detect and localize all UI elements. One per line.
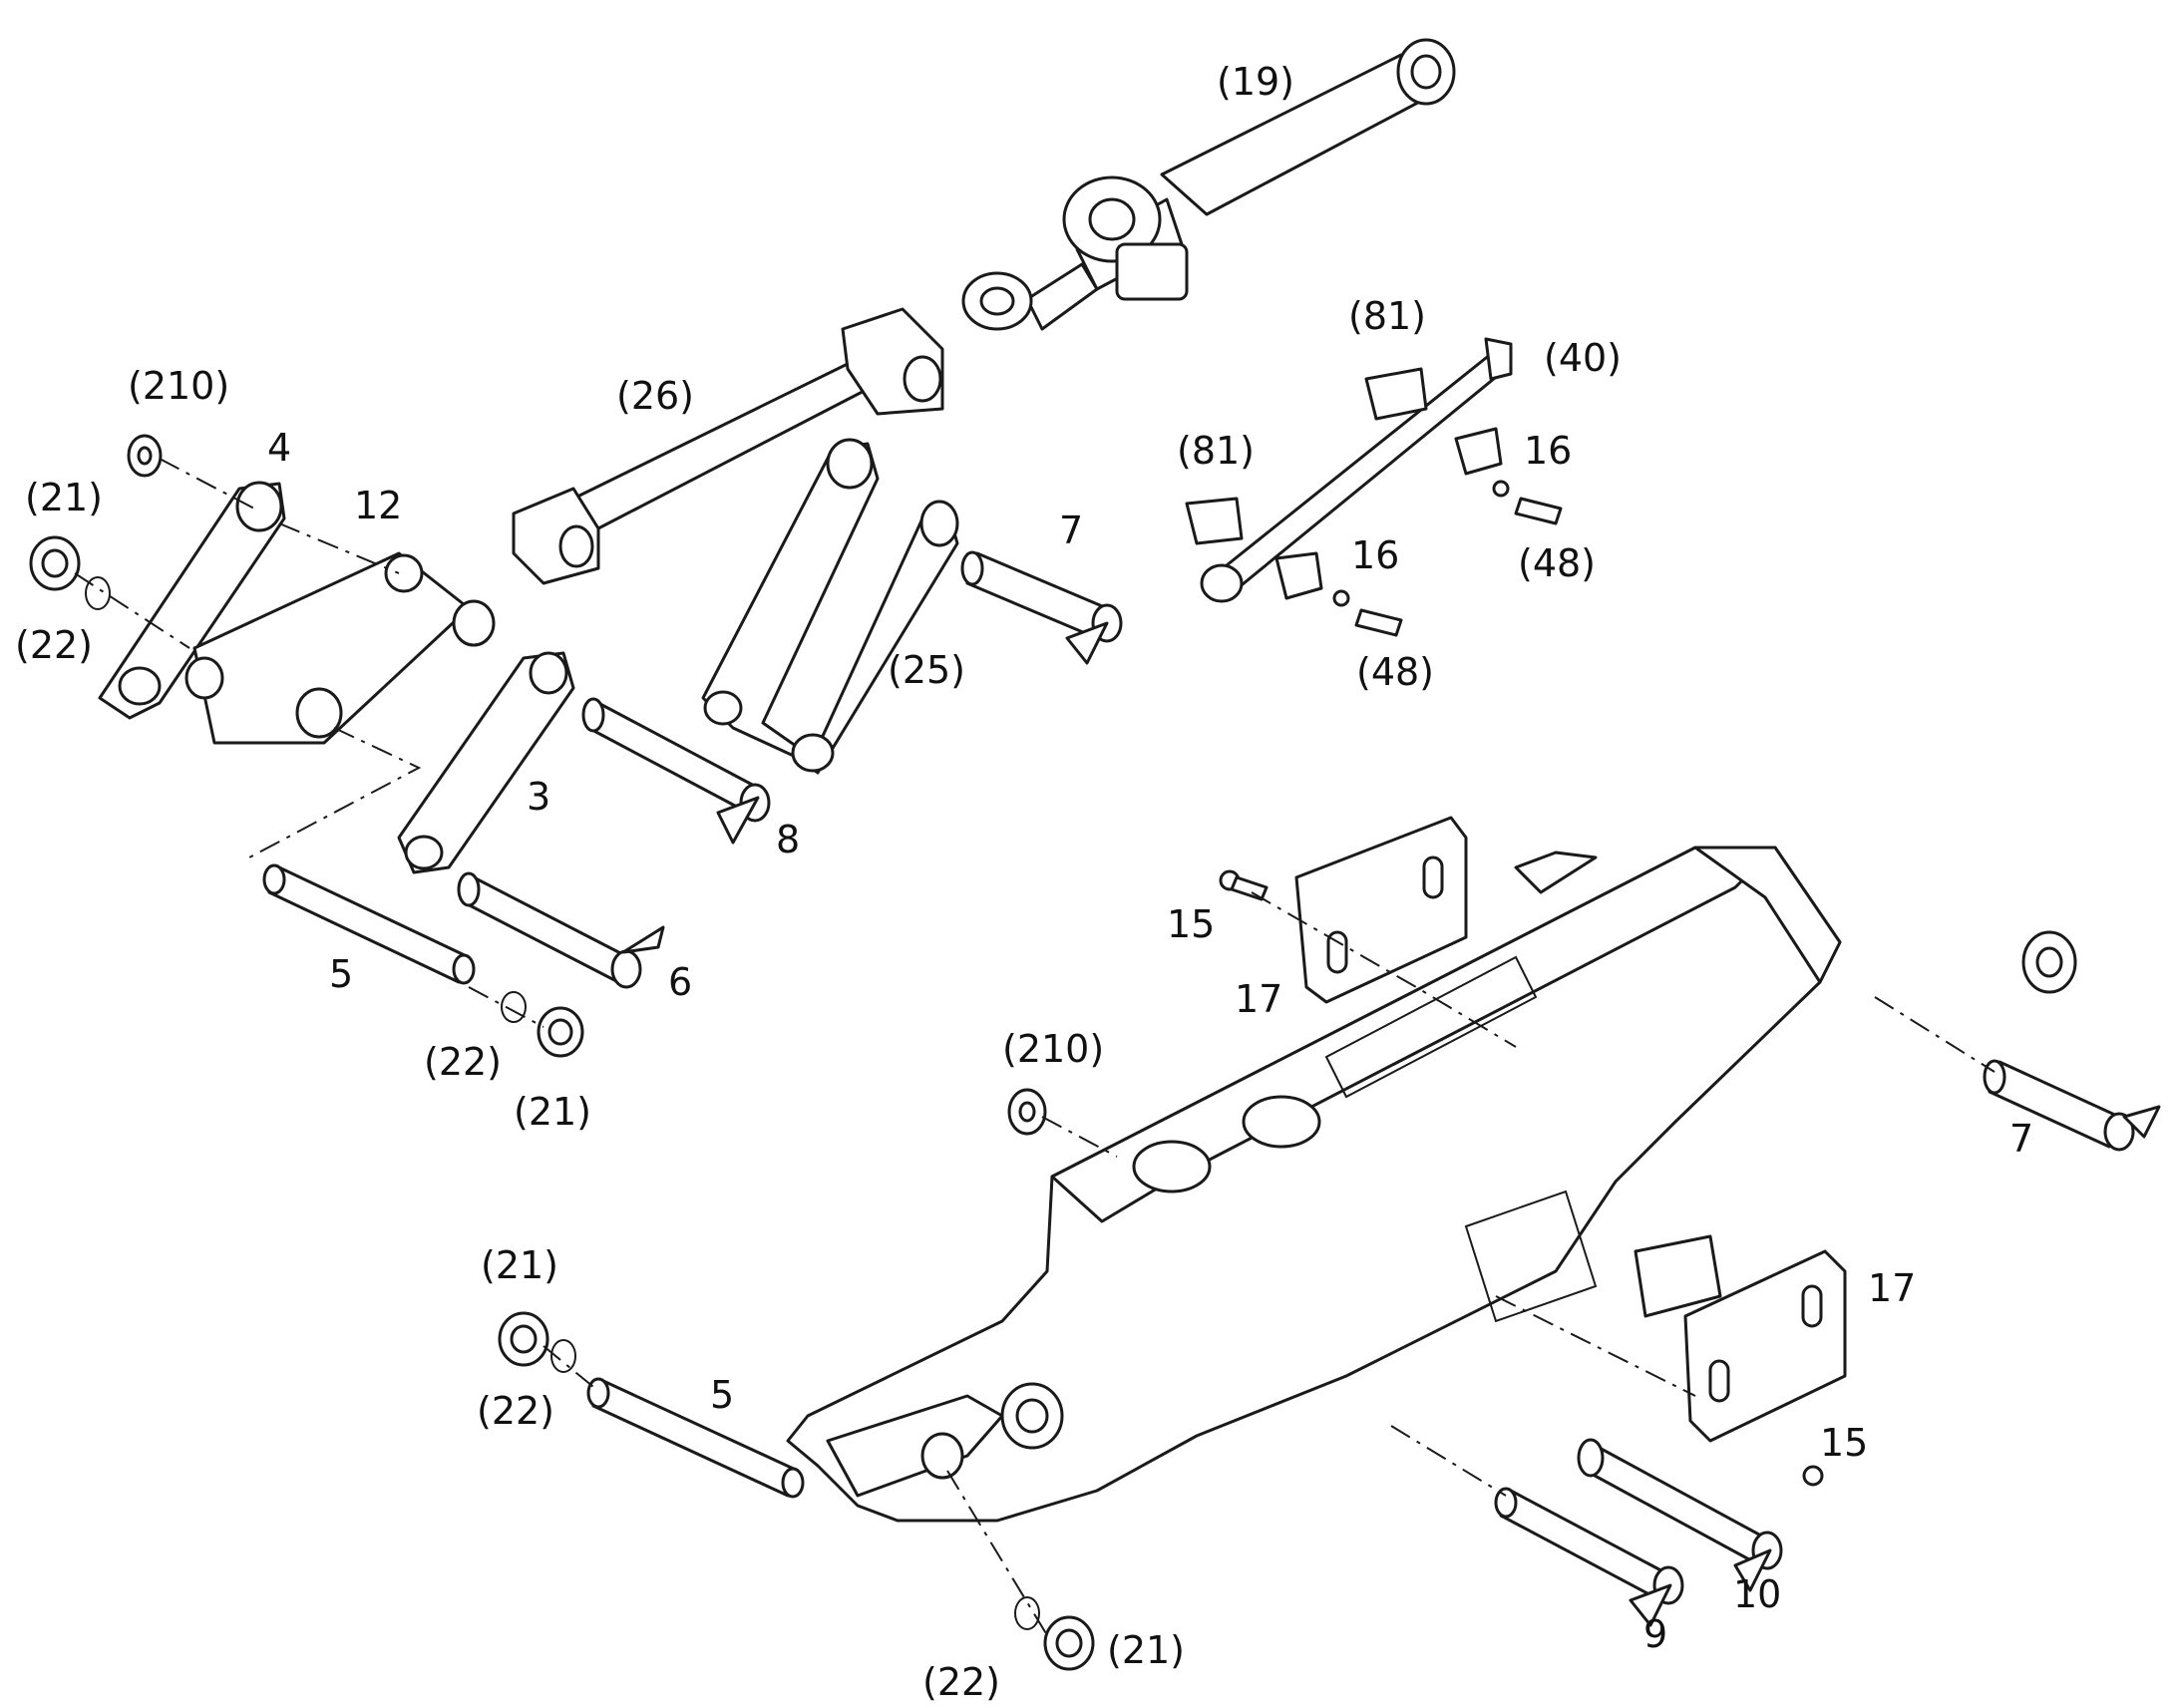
- label-25: (25): [888, 648, 965, 692]
- washer-210-upper: [127, 434, 163, 478]
- cover-plate-17-lower: [1683, 1249, 1847, 1487]
- label-81-left: (81): [1177, 429, 1255, 473]
- pin-8: [581, 697, 771, 845]
- label-3: 3: [527, 775, 550, 819]
- label-48-left: (48): [1356, 650, 1434, 694]
- side-plate-3: [397, 651, 575, 874]
- label-21-bottom: (21): [1107, 1628, 1185, 1672]
- tie-rod: [512, 307, 944, 585]
- side-plate-4: [98, 481, 286, 720]
- label-26: (26): [616, 374, 694, 418]
- label-210-upper: (210): [128, 364, 229, 408]
- label-21-upper-left: (21): [25, 476, 103, 519]
- label-19: (19): [1217, 60, 1294, 104]
- seal-ring-upper-left: [29, 535, 111, 610]
- label-210-lower: (210): [1002, 1027, 1104, 1071]
- label-15-lower: 15: [1820, 1421, 1868, 1465]
- label-17-lower: 17: [1868, 1266, 1916, 1310]
- label-5-lower: 5: [710, 1373, 734, 1417]
- seal-ring-lower-left: [498, 1311, 576, 1373]
- label-9: 9: [1643, 1612, 1667, 1656]
- label-22-bottom: (22): [922, 1660, 1000, 1704]
- label-12: 12: [354, 484, 402, 527]
- pin-5-lower: [586, 1377, 805, 1499]
- label-22-mid: (22): [424, 1040, 502, 1084]
- label-7-lower: 7: [2009, 1117, 2033, 1161]
- label-6: 6: [668, 960, 692, 1004]
- label-17-upper: 17: [1235, 977, 1282, 1021]
- leader-lines: [74, 458, 1996, 1636]
- main-boom: [786, 846, 2077, 1523]
- link-arm: [701, 438, 959, 775]
- label-40: (40): [1544, 336, 1622, 380]
- pin-10: [1577, 1438, 1783, 1592]
- frame-12: [184, 551, 496, 745]
- pin-6: [457, 871, 665, 989]
- pin-7-upper: [960, 550, 1123, 665]
- washer-210-lower: [1007, 1088, 1047, 1136]
- hydraulic-cylinder: [961, 38, 1456, 331]
- pin-5-upper: [262, 863, 476, 985]
- label-22-lower-left: (22): [477, 1389, 554, 1433]
- pin-7-lower: [1983, 1059, 2161, 1152]
- label-21-mid: (21): [514, 1090, 591, 1134]
- label-15-upper: 15: [1167, 902, 1215, 946]
- label-16-left: 16: [1351, 533, 1399, 577]
- cover-plate-17-upper: [1219, 816, 1468, 1004]
- callout-labels: (19) (26) (210) 4 12 (21) (22) (25) 7 (8…: [15, 60, 2033, 1704]
- seal-ring-mid: [501, 991, 584, 1058]
- label-81-top: (81): [1348, 294, 1426, 338]
- label-48-right: (48): [1518, 541, 1596, 585]
- label-7-upper: 7: [1059, 509, 1083, 552]
- label-10: 10: [1733, 1572, 1781, 1616]
- pin-9: [1494, 1487, 1684, 1627]
- label-4: 4: [267, 426, 291, 470]
- bracket-assembly: [1185, 337, 1563, 637]
- label-5-upper: 5: [329, 952, 353, 996]
- label-8: 8: [776, 818, 800, 861]
- label-16-right: 16: [1524, 429, 1572, 473]
- label-22-upper-left: (22): [15, 623, 93, 667]
- seal-ring-bottom: [1014, 1596, 1095, 1671]
- label-21-lower-left: (21): [481, 1243, 558, 1287]
